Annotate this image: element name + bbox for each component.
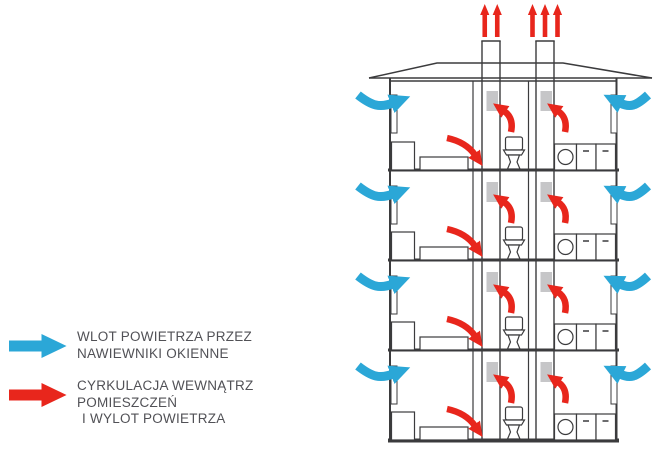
exhaust-grille [540,272,552,292]
circulation-arrow-room [446,405,483,437]
sofa [419,246,469,261]
floor-slab [388,258,619,262]
toilet-seat [502,329,526,336]
washing-machine-door [557,418,574,436]
circulation-arrow-grille [493,103,515,133]
toilet-tank [504,226,524,241]
air-inlet-arrow-right [603,272,652,294]
toilet-base [506,244,521,260]
air-inlet-arrow-left [355,91,411,114]
circulation-arrow-grille [547,194,569,224]
legend-line: I WYLOT POWIETRZA [82,411,226,426]
kitchen-cabinet [595,143,617,171]
exhaust-grille [540,182,552,202]
circulation-arrow-room [446,225,483,257]
exhaust-air-arrow [480,4,490,37]
building-floor [355,91,652,172]
legend-line: WLOT POWIETRZA PRZEZ [77,329,253,344]
air-inlet-arrow-left [355,272,411,295]
sofa [419,336,469,351]
toilet-tank [504,406,524,421]
exhaust-grille [486,362,498,382]
legend-line: NAWIEWNIKI OKIENNE [77,345,229,361]
legend: WLOT POWIETRZA PRZEZ NAWIEWNIKI OKIENNE … [6,329,254,428]
kitchen-cabinet [595,413,617,441]
air-circulation-arrow-icon [9,383,67,407]
wardrobe [390,231,416,261]
washing-machine-door [557,238,574,256]
exhaust-grille [540,362,552,382]
legend-item-inlet: WLOT POWIETRZA PRZEZ NAWIEWNIKI OKIENNE [6,329,254,362]
toilet-seat [502,239,526,246]
circulation-arrow-room [446,315,483,347]
building-floor [355,362,652,443]
exhaust-grille [540,91,552,111]
window-vent-right [610,365,618,405]
window-vent-right [610,185,618,225]
toilet-seat [502,149,526,156]
toilet-seat [502,419,526,426]
toilet-base [506,154,521,170]
toilet-tank [504,316,524,331]
air-inlet-arrow-left [355,362,411,385]
air-inlet-arrow-icon [9,333,67,358]
kitchen-cabinet [575,143,597,171]
sofa [419,156,469,171]
circulation-arrow-grille [493,194,515,224]
exhaust-air-arrow [527,4,538,37]
circulation-arrow-grille [547,103,569,133]
legend-circulation-text: CYRKULACJA WEWNĄTRZ POMIESZCZEŃ I WYLOT … [77,378,254,428]
wardrobe [390,321,416,351]
kitchen-cabinet [595,323,617,351]
exhaust-grille [486,182,498,202]
exhaust-air-arrow [552,4,563,37]
wardrobe [390,411,416,441]
air-inlet-arrow-right [603,91,652,113]
exhaust-air-arrow [492,4,502,37]
legend-item-circulation: CYRKULACJA WEWNĄTRZ POMIESZCZEŃ I WYLOT … [6,378,254,428]
floor-slab [388,348,619,352]
kitchen-cabinet [575,413,597,441]
air-inlet-arrow-right [603,182,652,204]
circulation-arrow-grille [547,284,569,314]
building-floor [355,182,652,262]
roof [368,62,653,79]
kitchen-cabinet [575,233,597,261]
legend-line: POMIESZCZEŃ [77,394,178,410]
floor-slab [388,168,619,172]
washing-machine-door [557,328,574,346]
building-floor [355,272,652,352]
window-vent-right [610,275,618,315]
legend-inlet-text: WLOT POWIETRZA PRZEZ NAWIEWNIKI OKIENNE [77,329,252,362]
circulation-arrow-grille [547,374,569,404]
washing-machine-door [557,148,574,166]
circulation-arrow-room [446,134,483,166]
toilet-tank [504,136,524,151]
toilet-base [506,424,521,440]
kitchen-cabinet [575,323,597,351]
air-inlet-arrow-left [355,182,411,205]
wardrobe [390,141,416,171]
sofa [419,426,469,441]
floor-slab [388,438,619,443]
legend-line: CYRKULACJA WEWNĄTRZ [77,378,254,393]
toilet-base [506,334,521,350]
air-inlet-arrow-right [603,362,652,384]
exhaust-grille [486,91,498,111]
kitchen-cabinet [595,233,617,261]
exhaust-grille [486,272,498,292]
circulation-arrow-grille [493,374,515,404]
window-vent-right [610,94,618,134]
exhaust-air-arrow [540,4,550,37]
circulation-arrow-grille [493,284,515,314]
